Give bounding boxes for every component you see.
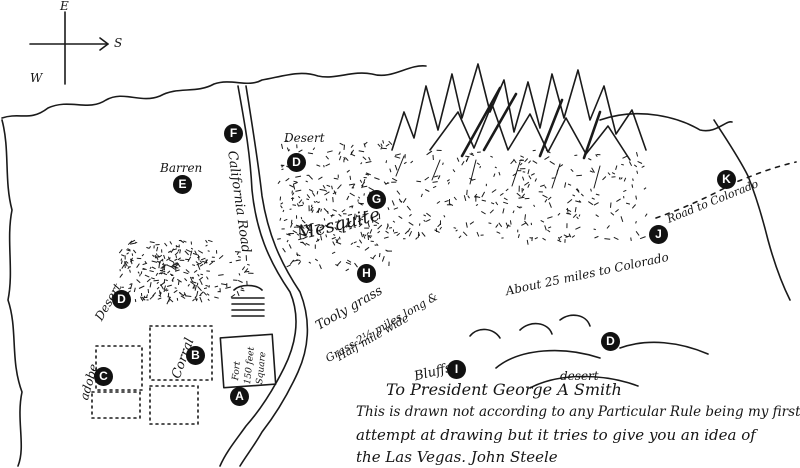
grass-patch [231,284,265,317]
marker-i: I [447,360,466,379]
marker-g: G [367,190,386,209]
eastern-creek [713,119,791,301]
field-plots [91,325,213,425]
marker-b: B [186,346,205,365]
compass-rose [29,11,109,85]
note-signature-line: the Las Vegas. John Steele [356,448,558,466]
marker-h: H [357,264,376,283]
bluffs-lines [469,314,709,389]
note-line-3: attempt at drawing but it tries to give … [356,426,756,444]
desert-bottom-label: desert [560,369,599,383]
barren-label: Barren [160,161,203,175]
compass-west-label: W [30,71,43,85]
desert-top-label: Desert [284,131,325,145]
marker-d-desert-left: D [112,290,131,309]
note-line-2: This is drawn not according to any Parti… [356,404,800,420]
note-recipient: To President George A Smith [386,380,622,399]
marker-j: J [649,225,668,244]
compass-east-label: E [60,0,69,13]
marker-d-desert-top: D [287,153,306,172]
river-wash [219,85,309,467]
marker-k: K [717,170,736,189]
marker-d-desert-bottom: D [601,332,620,351]
mountain-range [391,63,733,189]
marker-f: F [224,124,243,143]
marker-a: A [230,387,249,406]
ridge-line [1,65,427,119]
marker-c: C [94,367,113,386]
marker-e: E [173,175,192,194]
brush-marks [118,139,648,305]
fort-outline [219,333,277,389]
compass-south-label: S [114,36,123,50]
left-edge [1,119,23,467]
